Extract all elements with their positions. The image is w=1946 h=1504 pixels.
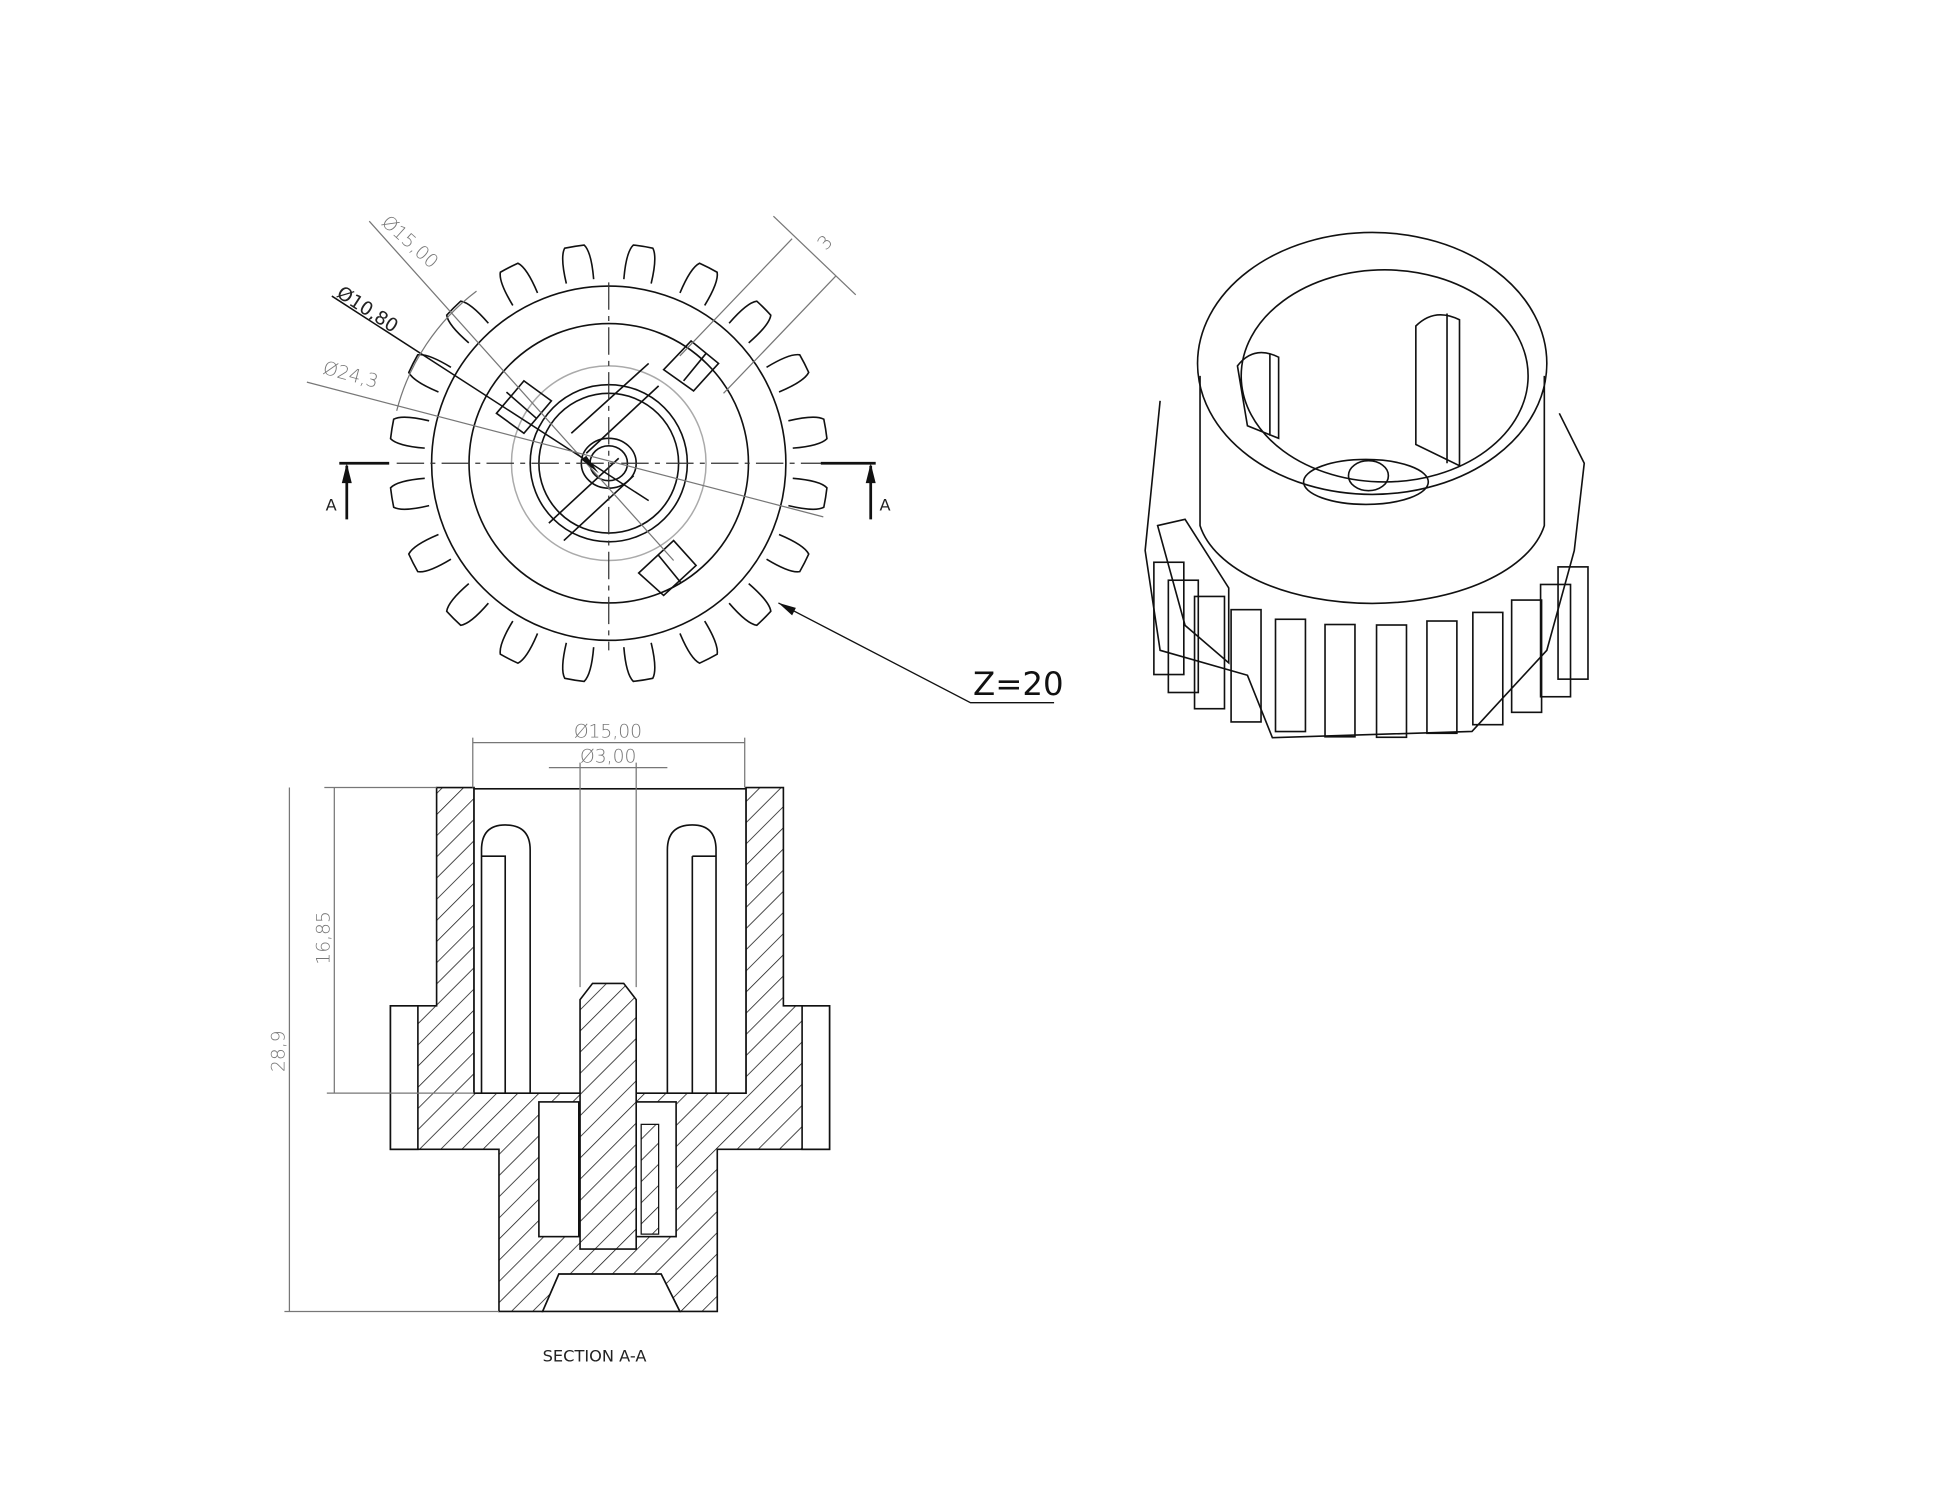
gear-tooth bbox=[728, 300, 772, 344]
hub-ribs bbox=[548, 362, 660, 542]
gear-tooth bbox=[766, 353, 810, 393]
gear-tooth bbox=[561, 642, 595, 683]
section-dim-dia-15-label: Ø15,00 bbox=[574, 722, 642, 743]
gear-tooth bbox=[623, 244, 656, 284]
dim-line-3 bbox=[772, 215, 857, 296]
iso-hub bbox=[1302, 458, 1430, 506]
section-mark-right: A bbox=[879, 496, 890, 515]
gear-tooth bbox=[407, 533, 452, 573]
iso-gear-tooth bbox=[1472, 611, 1504, 726]
gear-tooth bbox=[389, 416, 430, 449]
gear-tooth bbox=[389, 477, 430, 511]
dim-leader-24-3 bbox=[306, 381, 824, 518]
slot-left bbox=[495, 379, 553, 435]
section-dim-16-85-label: 16,85 bbox=[313, 911, 334, 965]
section-mark-left: A bbox=[326, 496, 337, 515]
iso-gear-teeth bbox=[1153, 561, 1589, 739]
iso-gear-tooth bbox=[1193, 595, 1226, 710]
teeth-callout-leader bbox=[778, 602, 1055, 704]
gear-tooth bbox=[679, 620, 719, 665]
section-dim-dia-3-label: Ø3,00 bbox=[580, 747, 636, 768]
iso-gear-tooth bbox=[1230, 608, 1262, 723]
dim-dia-15-label: Ø15,00 bbox=[377, 212, 442, 273]
tip-diameter-arc bbox=[396, 290, 477, 411]
iso-cylinder-wall bbox=[1199, 375, 1546, 605]
iso-rim-inner bbox=[1240, 269, 1529, 483]
gear-tooth bbox=[445, 300, 489, 344]
section-center-pin bbox=[579, 982, 638, 1250]
front-view: Ø15,00 Ø10,80 Ø24,3 3 A A Z=20 bbox=[306, 212, 1064, 704]
iso-gear-outline bbox=[1144, 400, 1586, 739]
gear-tooth bbox=[623, 642, 656, 683]
iso-gear-tooth bbox=[1557, 566, 1589, 680]
teeth-count-label: Z=20 bbox=[973, 665, 1064, 703]
gear-tooth bbox=[766, 533, 810, 573]
section-arrow-right bbox=[820, 461, 876, 520]
gear-tooth bbox=[499, 262, 539, 306]
slot-bottom bbox=[637, 539, 698, 597]
section-caption: SECTION A-A bbox=[543, 1346, 647, 1365]
gear-tooth bbox=[788, 477, 828, 511]
iso-finger-left bbox=[1236, 351, 1280, 440]
iso-pin bbox=[1347, 459, 1390, 492]
gear-tooth bbox=[499, 620, 539, 665]
section-view: Ø15,00 Ø3,00 16,85 28,9 SECTION A-A bbox=[268, 722, 831, 1365]
iso-gear-tooth bbox=[1274, 618, 1307, 733]
gear-tooth bbox=[788, 416, 828, 449]
section-cavity-left bbox=[538, 1101, 580, 1238]
section-dim-28-9-label: 28,9 bbox=[268, 1030, 289, 1072]
section-finger-right bbox=[666, 824, 717, 1094]
ext-line-3b bbox=[723, 275, 837, 394]
slot-top-right bbox=[662, 339, 720, 392]
section-finger-left bbox=[480, 824, 531, 1094]
section-bottom-recess bbox=[541, 1273, 682, 1313]
iso-gear-tooth bbox=[1375, 624, 1408, 739]
isometric-view bbox=[1144, 231, 1589, 739]
gear-tooth bbox=[407, 353, 452, 393]
dim-dia-10-80-label: Ø10,80 bbox=[333, 283, 402, 338]
gear-tooth bbox=[728, 582, 772, 627]
iso-gear-tooth bbox=[1539, 583, 1572, 698]
gear-tooth bbox=[679, 262, 719, 306]
iso-cut-tooth bbox=[1156, 518, 1230, 665]
iso-gear-tooth bbox=[1426, 620, 1458, 735]
dim-leader-10-80 bbox=[331, 295, 650, 502]
gear-tooth bbox=[561, 244, 595, 284]
iso-gear-tooth bbox=[1324, 623, 1356, 738]
gear-tooth bbox=[445, 582, 489, 627]
gear-teeth bbox=[389, 244, 828, 683]
iso-finger-right bbox=[1415, 313, 1461, 468]
dim-leader-15 bbox=[368, 220, 675, 561]
iso-gear-tooth bbox=[1510, 599, 1543, 714]
ext-line-3a bbox=[679, 238, 793, 357]
iso-rim-outer bbox=[1196, 231, 1548, 496]
dim-3-label: 3 bbox=[814, 232, 838, 255]
